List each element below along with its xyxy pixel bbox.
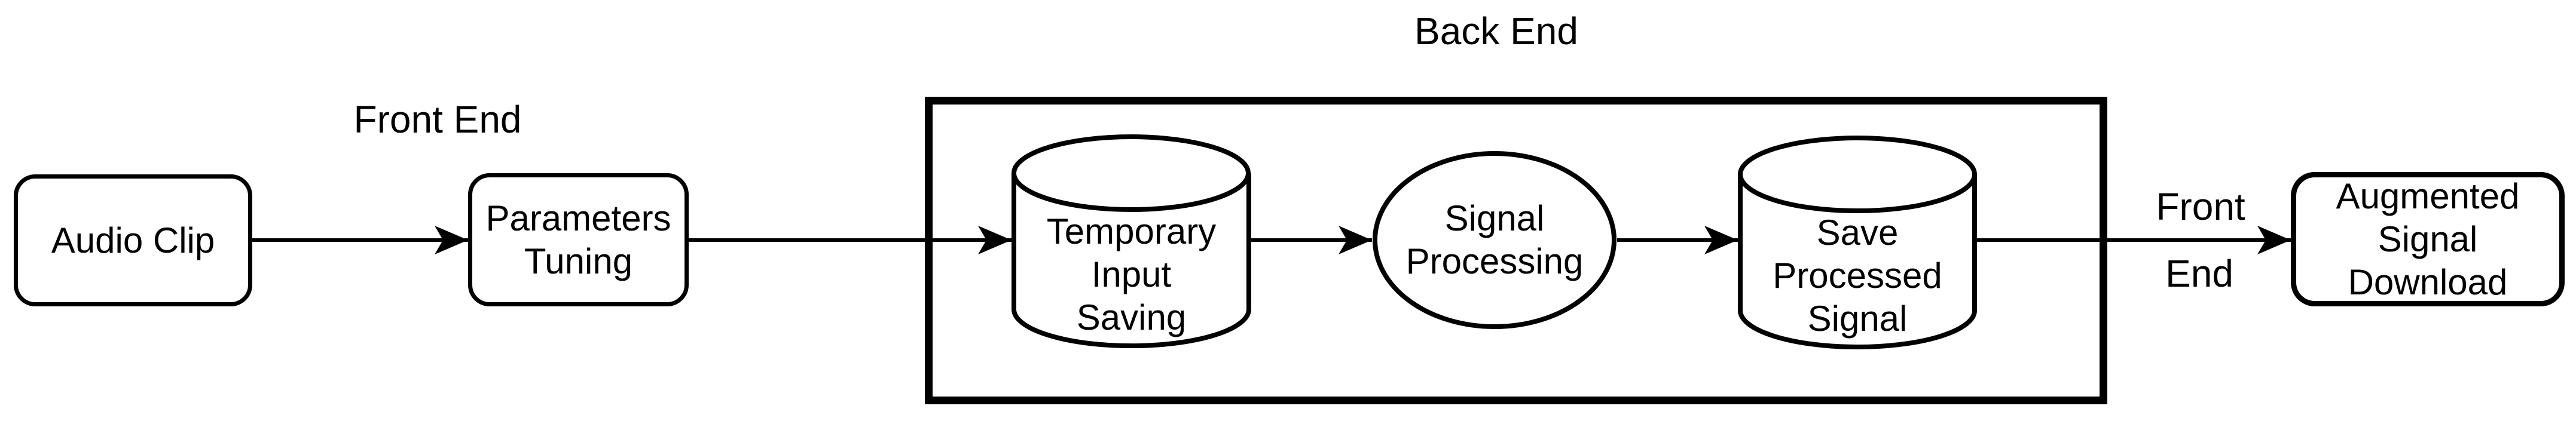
node-label: Processed	[1773, 256, 1942, 296]
node-label: Signal	[1444, 198, 1545, 238]
node-label: Temporary	[1046, 211, 1217, 251]
node-label: Signal	[2378, 219, 2478, 259]
label-front-end-left: Front End	[353, 98, 522, 141]
node-label: Signal	[1807, 299, 1908, 339]
node-save-processed-signal: Save Processed Signal	[1738, 136, 1977, 349]
node-audio-clip: Audio Clip	[14, 174, 252, 306]
label-back-end: Back End	[1414, 10, 1578, 53]
node-parameters-tuning: Parameters Tuning	[468, 173, 689, 306]
node-label: Input	[1091, 254, 1172, 294]
node-label: Parameters	[485, 198, 671, 238]
node-label: Download	[2348, 262, 2508, 302]
ellipse-shape	[1373, 151, 1617, 329]
label-front-end-right-line2: End	[2165, 252, 2233, 295]
node-signal-processing: Signal Processing	[1372, 150, 1617, 330]
node-temporary-input-saving: Temporary Input Saving	[1012, 134, 1251, 348]
cylinder-icon	[1738, 136, 1977, 349]
back-end-region-box	[925, 97, 2107, 404]
label-front-end-right-line1: Front	[2156, 185, 2245, 228]
cylinder-icon	[1012, 134, 1251, 348]
node-label: Tuning	[524, 241, 633, 281]
node-label: Augmented	[2336, 176, 2520, 216]
node-label: Save	[1816, 213, 1899, 253]
node-augmented-signal-download: Augmented Signal Download	[2291, 172, 2565, 306]
node-label: Audio Clip	[51, 220, 215, 260]
node-label: Saving	[1076, 297, 1187, 337]
node-label: Processing	[1405, 241, 1584, 281]
